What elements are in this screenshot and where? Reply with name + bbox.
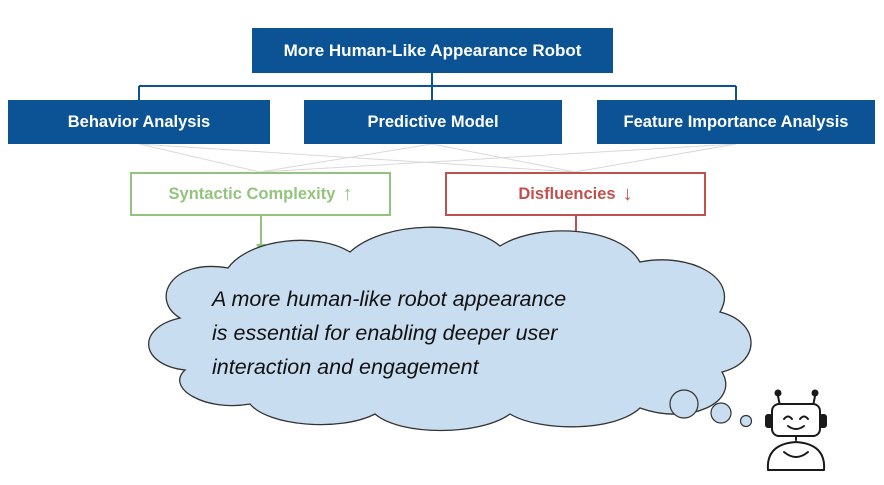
method-predictive-model: Predictive Model — [304, 100, 562, 144]
arrow-up-icon: ↑ — [342, 182, 353, 205]
finding-label: Disfluencies — [518, 184, 616, 203]
finding-syntactic-complexity: Syntactic Complexity ↑ — [130, 172, 391, 216]
thought-line: interaction and engagement — [212, 355, 479, 379]
tree-connector — [138, 73, 737, 100]
top-node-robot-appearance: More Human-Like Appearance Robot — [252, 28, 613, 73]
method-behavior-analysis: Behavior Analysis — [8, 100, 270, 144]
method-feature-importance: Feature Importance Analysis — [597, 100, 875, 144]
finding-disfluencies: Disfluencies ↓ — [445, 172, 706, 216]
thought-line: A more human-like robot appearance — [212, 287, 567, 311]
thought-cloud — [148, 226, 753, 432]
arrow-down-icon: ↓ — [622, 182, 633, 205]
thought-line: is essential for enabling deeper user — [212, 321, 558, 345]
method-finding-links — [138, 143, 737, 173]
finding-label: Syntactic Complexity — [168, 184, 336, 203]
thought-text: A more human-like robot appearance is es… — [212, 282, 652, 384]
robot-icon — [765, 389, 827, 471]
